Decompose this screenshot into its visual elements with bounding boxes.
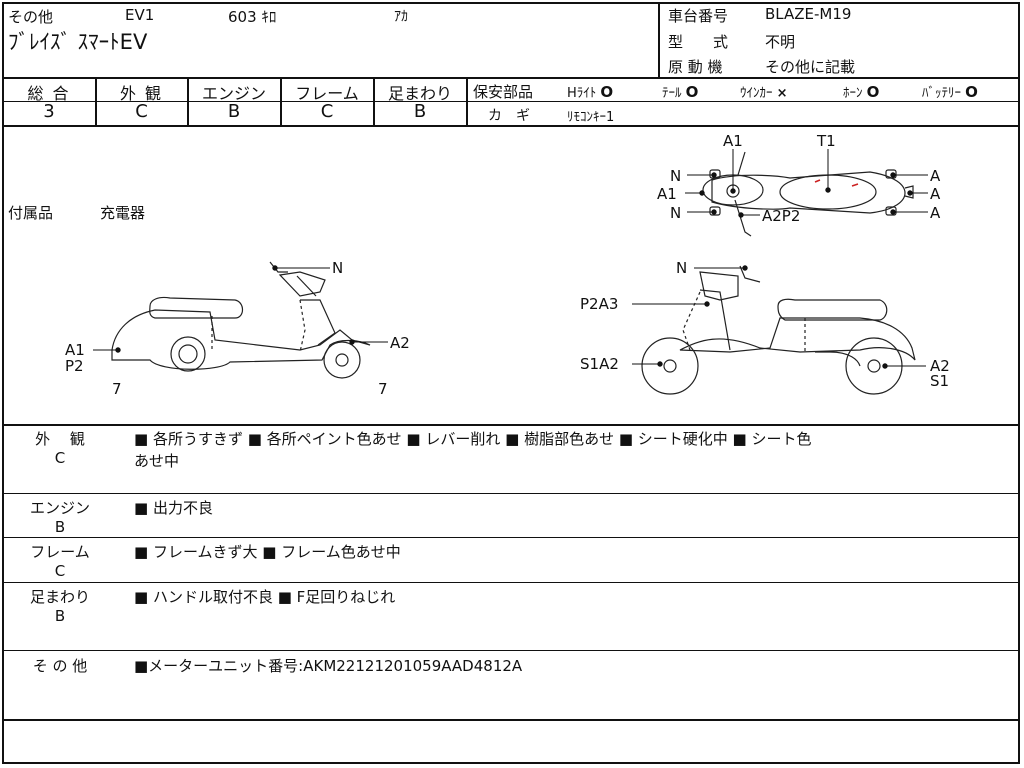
section-other-body: ■メーターユニット番号:AKM22121201059AAD4812A: [134, 657, 523, 675]
safety-item-winker: ｳｲﾝｶｰ ×: [740, 86, 788, 101]
color: ｱｶ: [394, 9, 408, 25]
type-value: 不明: [765, 33, 796, 51]
divider: [2, 537, 1020, 538]
label-left-a1: A1: [65, 341, 85, 359]
section-engine-body: ■ 出力不良: [134, 499, 213, 517]
section-suspension-body: ■ ハンドル取付不良 ■ F足回りねじれ: [134, 588, 396, 606]
section-suspension-title: 足まわり: [29, 588, 90, 606]
divider: [466, 78, 468, 125]
engine-label: 原 動 機: [668, 58, 723, 76]
scooter-damage-diagram: A1 T1 N A1 N A2P2 A A A N A1 P2 A2 7 7 N…: [65, 132, 950, 398]
label-right-p2a3: P2A3: [580, 295, 618, 313]
label-right-a2: A2: [930, 357, 950, 375]
accessories-label: 付属品: [8, 204, 54, 222]
header-divider: [658, 2, 660, 78]
safety-item-tail: ﾃｰﾙ O: [662, 83, 699, 101]
divider: [373, 78, 375, 125]
label-top-a-2: A: [930, 185, 941, 203]
section-engine-title: エンジン: [29, 499, 90, 517]
accessories-value: 充電器: [100, 204, 146, 222]
type-label: 型 式: [668, 33, 729, 51]
divider: [2, 719, 1020, 721]
label-left-7a: 7: [112, 380, 122, 398]
score-engine: B: [227, 101, 241, 122]
score-overall: 3: [43, 101, 55, 122]
mileage: 603 ｷﾛ: [228, 8, 277, 26]
label-left-p2: P2: [65, 357, 84, 375]
section-frame-grade: C: [54, 562, 66, 580]
winker-mark: ×: [776, 86, 788, 101]
divider: [2, 493, 1020, 494]
section-frame-title: フレーム: [30, 543, 90, 561]
label-top-a2p2: A2P2: [762, 207, 800, 225]
horn-mark: O: [866, 83, 880, 101]
key-label: カ ギ: [488, 108, 530, 124]
section-other-title: そ の 他: [32, 657, 88, 675]
label-top-a1: A1: [723, 132, 743, 150]
score-exterior: C: [135, 101, 148, 122]
divider: [2, 582, 1020, 583]
section-engine-grade: B: [54, 518, 66, 536]
battery-mark: O: [965, 83, 978, 101]
section-frame-body: ■ フレームきず大 ■ フレーム色あせ中: [134, 543, 401, 561]
damage-marks-red: [814, 179, 859, 187]
label-left-7b: 7: [378, 380, 388, 398]
engine-value: その他に記載: [765, 58, 856, 76]
divider: [2, 125, 1020, 127]
label-top-n-lower: N: [670, 204, 681, 222]
label-left-n: N: [332, 259, 343, 277]
divider: [2, 77, 1020, 79]
score-label-frame: フレーム: [295, 84, 359, 103]
right-view-scooter: [641, 265, 916, 395]
safety-item-headlight: Hﾗｲﾄ O: [567, 83, 614, 101]
section-exterior-body-cont: あせ中: [134, 452, 180, 470]
category: その他: [8, 8, 54, 26]
section-exterior-body: ■ 各所うすきず ■ 各所ペイント色あせ ■ レバー削れ ■ 樹脂部色あせ ■ …: [134, 430, 812, 448]
label-right-s1: S1: [930, 372, 949, 390]
label-top-a-1: A: [930, 167, 941, 185]
left-view-scooter: [111, 261, 371, 379]
score-label-engine: エンジン: [201, 84, 266, 103]
vehicle-name: ﾌﾞﾚｲｽﾞ ｽﾏｰﾄEV: [8, 30, 148, 54]
top-view-scooter: [702, 151, 914, 237]
frame-no-label: 車台番号: [668, 7, 729, 25]
key-value: ﾘﾓｺﾝｷｰ1: [567, 110, 615, 125]
divider: [2, 101, 468, 102]
divider: [187, 78, 189, 125]
leader-lines: [93, 149, 928, 369]
divider: [280, 78, 282, 125]
section-exterior-title: 外 観: [35, 430, 85, 448]
score-label-overall: 総 合: [27, 84, 71, 103]
score-suspension: B: [413, 101, 427, 122]
divider: [2, 650, 1020, 651]
headlight-mark: O: [600, 83, 614, 101]
model-code: EV1: [125, 6, 155, 24]
score-label-exterior: 外 観: [119, 84, 164, 103]
label-top-a1-left: A1: [657, 185, 677, 203]
tail-mark: O: [685, 83, 699, 101]
label-top-a-3: A: [930, 204, 941, 222]
score-frame: C: [320, 101, 334, 122]
section-exterior-grade: C: [54, 449, 66, 467]
safety-item-battery: ﾊﾞｯﾃﾘｰ O: [922, 83, 978, 101]
section-suspension-grade: B: [54, 607, 66, 625]
label-right-s1a2: S1A2: [580, 355, 619, 373]
label-right-n: N: [676, 259, 687, 277]
label-top-t1: T1: [816, 132, 836, 150]
divider: [95, 78, 97, 125]
divider: [468, 101, 1020, 102]
score-label-suspension: 足まわり: [387, 84, 452, 103]
safety-title: 保安部品: [473, 83, 534, 101]
safety-item-horn: ﾎｰﾝ O: [843, 83, 880, 101]
frame-no: BLAZE-M19: [765, 5, 852, 23]
label-left-a2: A2: [390, 334, 410, 352]
label-top-n-upper: N: [670, 167, 681, 185]
divider: [2, 424, 1020, 426]
